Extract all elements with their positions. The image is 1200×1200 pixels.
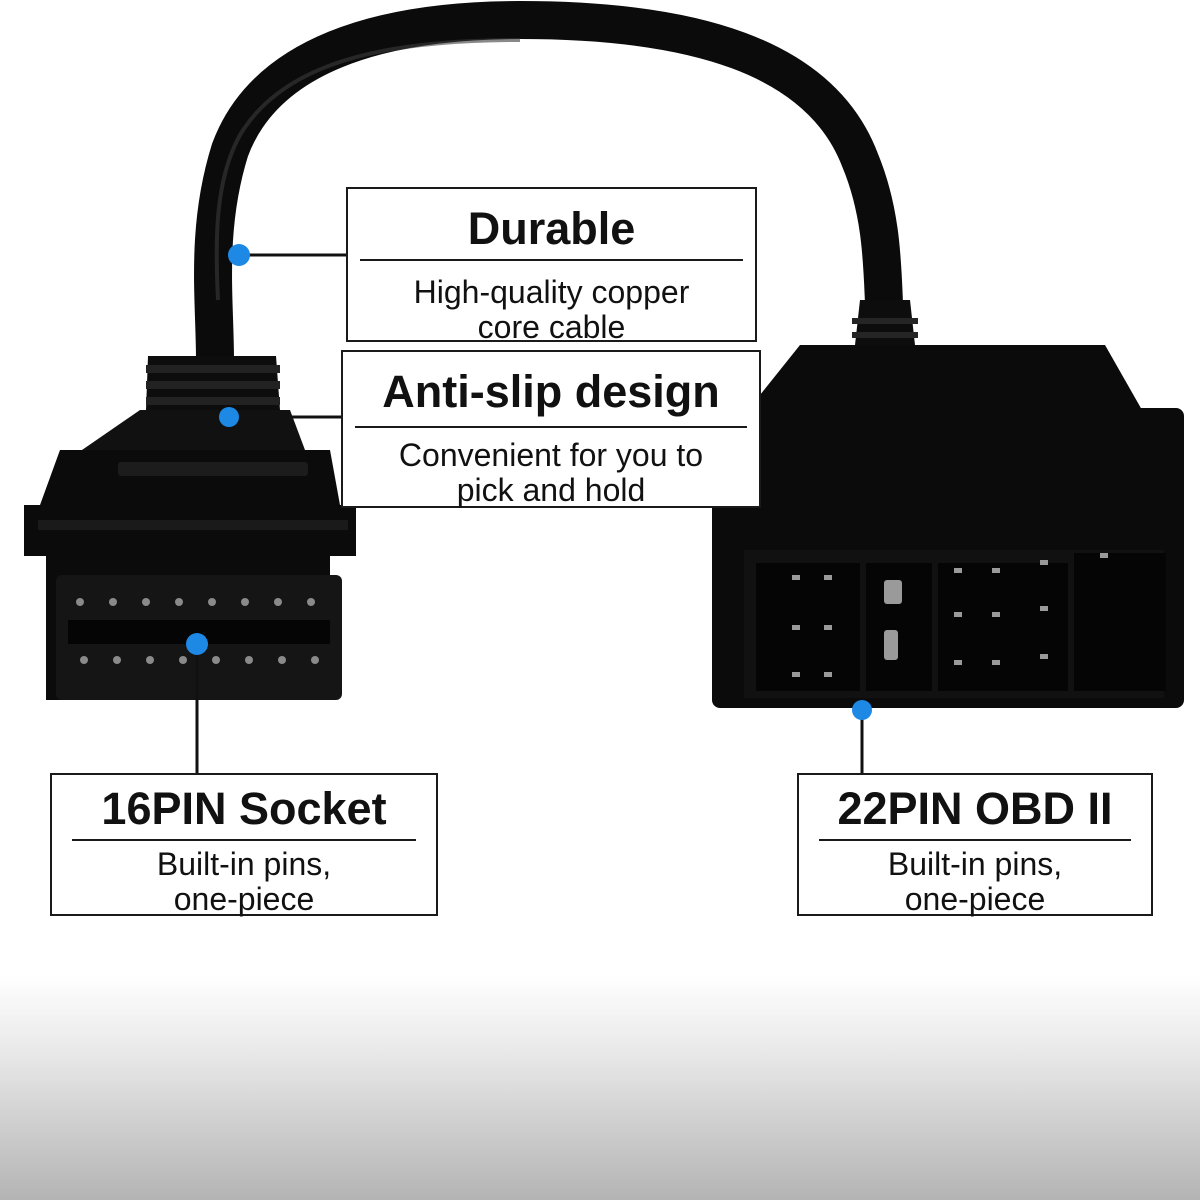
callout-divider: [72, 839, 416, 841]
callout-description: Built-in pins, one-piece: [887, 846, 1063, 917]
callout-divider: [355, 426, 747, 428]
callout-divider: [819, 839, 1131, 841]
callout-title: Durable: [467, 203, 636, 254]
callout-description: Convenient for you to pick and hold: [398, 437, 704, 508]
callout-divider: [360, 259, 743, 261]
callout-anti-slip: Anti-slip design Convenient for you to p…: [341, 350, 761, 508]
callout-16pin-socket: 16PIN Socket Built-in pins, one-piece: [50, 773, 438, 916]
callout-title: 16PIN Socket: [101, 783, 387, 834]
callout-durable: Durable High-quality copper core cable: [346, 187, 757, 345]
22pin-obd-connector: [712, 300, 1184, 708]
marker-dot-icon: [186, 633, 208, 655]
callout-title: Anti-slip design: [382, 366, 720, 417]
callout-22pin-obd: 22PIN OBD II Built-in pins, one-piece: [797, 773, 1153, 916]
callout-description: High-quality copper core cable: [413, 274, 690, 345]
background-gradient: [0, 975, 1200, 1200]
callout-title: 22PIN OBD II: [837, 783, 1113, 834]
marker-dot-icon: [219, 407, 239, 427]
marker-dot-icon: [852, 700, 872, 720]
marker-dot-icon: [228, 244, 250, 266]
callout-description: Built-in pins, one-piece: [156, 846, 332, 917]
